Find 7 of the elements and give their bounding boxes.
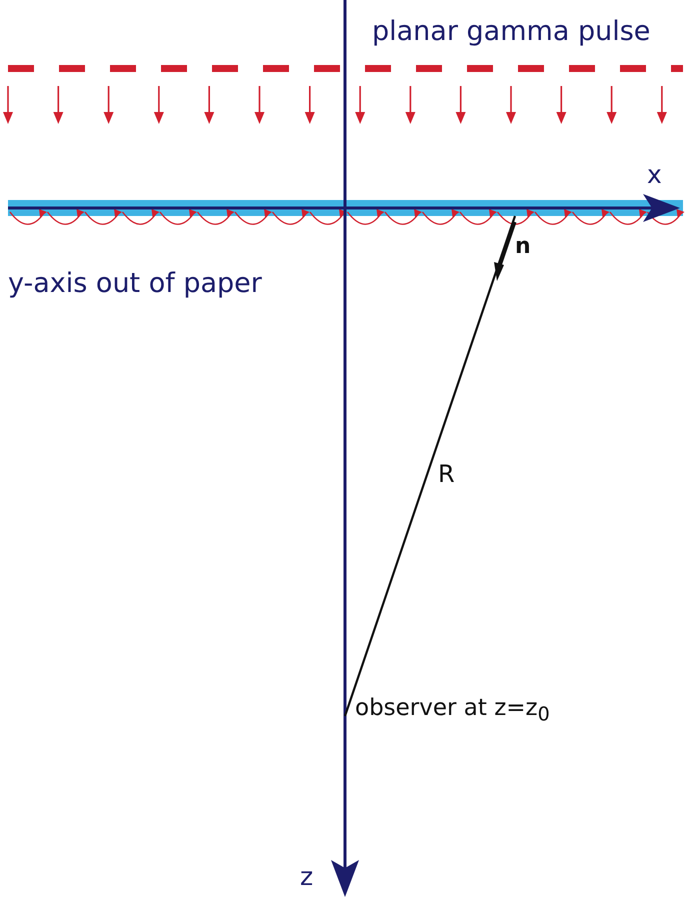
- axis-label: z: [300, 864, 314, 889]
- distance-line: [344, 216, 516, 716]
- axis-label: x: [647, 162, 662, 187]
- observer-label: observer at z=z$_{0}$: [355, 695, 550, 721]
- vector-label: n: [515, 236, 531, 258]
- note-label: y-axis out of paper: [8, 270, 262, 297]
- title-label: planar gamma pulse: [372, 18, 650, 45]
